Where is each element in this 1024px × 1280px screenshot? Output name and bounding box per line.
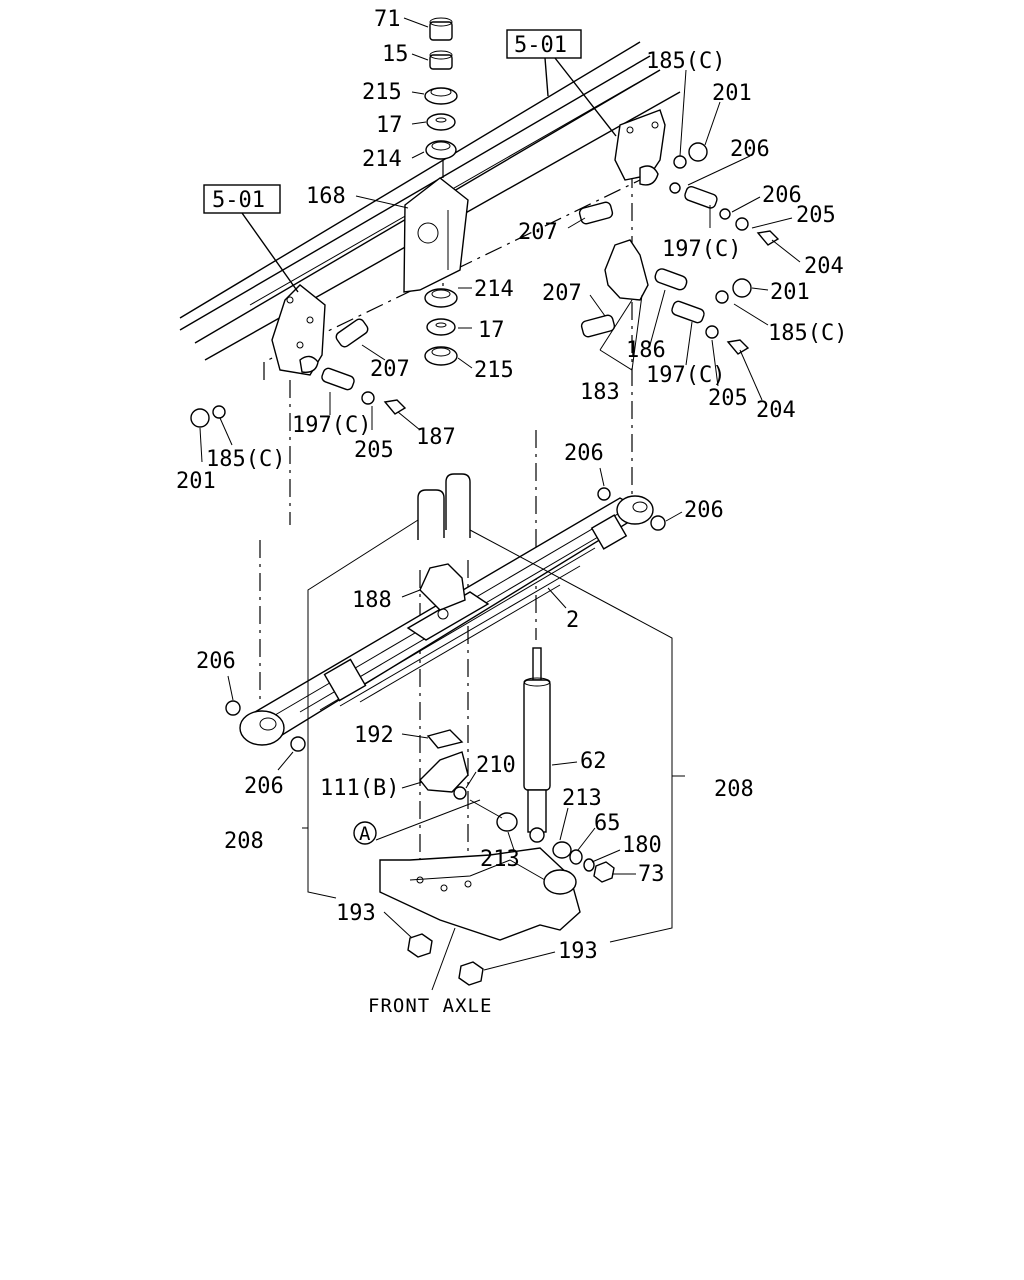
nut-73: [593, 861, 615, 883]
callout-201-mid[interactable]: 201: [770, 280, 810, 305]
callout-205-left[interactable]: 205: [354, 438, 394, 463]
rear-hanger-bracket: [614, 109, 666, 186]
callout-205-mid[interactable]: 205: [708, 386, 748, 411]
callout-206-c[interactable]: 206: [564, 441, 604, 466]
bolts-and-pins: [321, 186, 718, 391]
callout-168[interactable]: 168: [306, 184, 346, 209]
ref-box-right-label: 5-01: [514, 33, 567, 58]
callout-2[interactable]: 2: [566, 608, 579, 633]
callout-62[interactable]: 62: [580, 749, 607, 774]
callout-208-right[interactable]: 208: [714, 777, 754, 802]
callout-210[interactable]: 210: [476, 753, 516, 778]
callout-185c-mid[interactable]: 185(C): [768, 321, 847, 346]
callout-201-left[interactable]: 201: [176, 469, 216, 494]
washer-65-180: [569, 849, 595, 872]
callout-185c-left[interactable]: 185(C): [206, 447, 285, 472]
callout-111b[interactable]: 111(B): [320, 776, 399, 801]
callout-207-left[interactable]: 207: [370, 357, 410, 382]
ref-box-right[interactable]: 5-01: [506, 29, 582, 59]
callout-197c-left[interactable]: 197(C): [292, 413, 371, 438]
callout-193-right[interactable]: 193: [558, 939, 598, 964]
callout-207-top[interactable]: 207: [518, 220, 558, 245]
callout-207-mid[interactable]: 207: [542, 281, 582, 306]
u-bolts: [417, 473, 471, 540]
hardware-small-parts: [190, 142, 780, 752]
callout-206-e[interactable]: 206: [196, 649, 236, 674]
callout-204-mid[interactable]: 204: [756, 398, 796, 423]
ref-box-left-label: 5-01: [212, 188, 265, 213]
callout-183[interactable]: 183: [580, 380, 620, 405]
callout-215-lower[interactable]: 215: [474, 358, 514, 383]
bump-stopper-bracket: [403, 177, 469, 293]
cushion-215-lower: [424, 346, 458, 366]
callout-17-upper[interactable]: 17: [376, 113, 403, 138]
shock-lower-bracket: [419, 751, 469, 800]
callout-180[interactable]: 180: [622, 833, 662, 858]
callout-213-right[interactable]: 213: [562, 786, 602, 811]
callout-197c-top[interactable]: 197(C): [662, 237, 741, 262]
callout-73[interactable]: 73: [638, 862, 665, 887]
leader-lines: [199, 17, 801, 991]
reference-marker-a-label: A: [359, 823, 371, 845]
front-axle-label: FRONT AXLE: [368, 995, 492, 1017]
callout-206-a[interactable]: 206: [730, 137, 770, 162]
ref-box-left[interactable]: 5-01: [203, 184, 281, 214]
reference-marker-a[interactable]: A: [353, 821, 377, 845]
shock-absorber: [523, 647, 551, 843]
callout-205-top[interactable]: 205: [796, 203, 836, 228]
callout-208-left[interactable]: 208: [224, 829, 264, 854]
spring-pad: [419, 563, 466, 620]
callout-188[interactable]: 188: [352, 588, 392, 613]
callout-213-left[interactable]: 213: [480, 847, 520, 872]
callout-65[interactable]: 65: [594, 811, 621, 836]
spring-shackle: [604, 239, 688, 301]
cushion-214-lower: [424, 288, 458, 308]
callout-204-top[interactable]: 204: [804, 254, 844, 279]
callout-214-lower[interactable]: 214: [474, 277, 514, 302]
front-hanger-bracket: [271, 284, 326, 376]
nuts-193: [407, 933, 484, 986]
leaf-spring: [239, 495, 654, 746]
callout-215-upper[interactable]: 215: [362, 80, 402, 105]
callout-185c-top[interactable]: 185(C): [646, 49, 725, 74]
mount-stack: [424, 17, 458, 366]
callout-192[interactable]: 192: [354, 723, 394, 748]
callout-17-lower[interactable]: 17: [478, 318, 505, 343]
callout-206-f[interactable]: 206: [244, 774, 284, 799]
front-axle: [379, 847, 581, 941]
cushion-215-upper: [424, 87, 458, 105]
callout-214-upper[interactable]: 214: [362, 147, 402, 172]
callout-206-d[interactable]: 206: [684, 498, 724, 523]
nut-71: [429, 17, 453, 41]
callout-187[interactable]: 187: [416, 425, 456, 450]
cushion-214-upper: [425, 140, 457, 160]
lower-plate: [426, 729, 464, 749]
callout-193-left[interactable]: 193: [336, 901, 376, 926]
callout-186[interactable]: 186: [626, 338, 666, 363]
spacer-17-upper: [426, 113, 456, 131]
callout-197c-mid[interactable]: 197(C): [646, 363, 725, 388]
bushing-213: [496, 812, 572, 859]
callout-15[interactable]: 15: [382, 42, 409, 67]
washer-15: [429, 50, 453, 70]
spacer-17-lower: [426, 318, 456, 336]
callout-labels: 71 15 215 17 214 168 214 17 215 207 207 …: [176, 7, 847, 1017]
callout-206-b[interactable]: 206: [762, 183, 802, 208]
callout-201-top[interactable]: 201: [712, 81, 752, 106]
callout-71[interactable]: 71: [374, 7, 401, 32]
